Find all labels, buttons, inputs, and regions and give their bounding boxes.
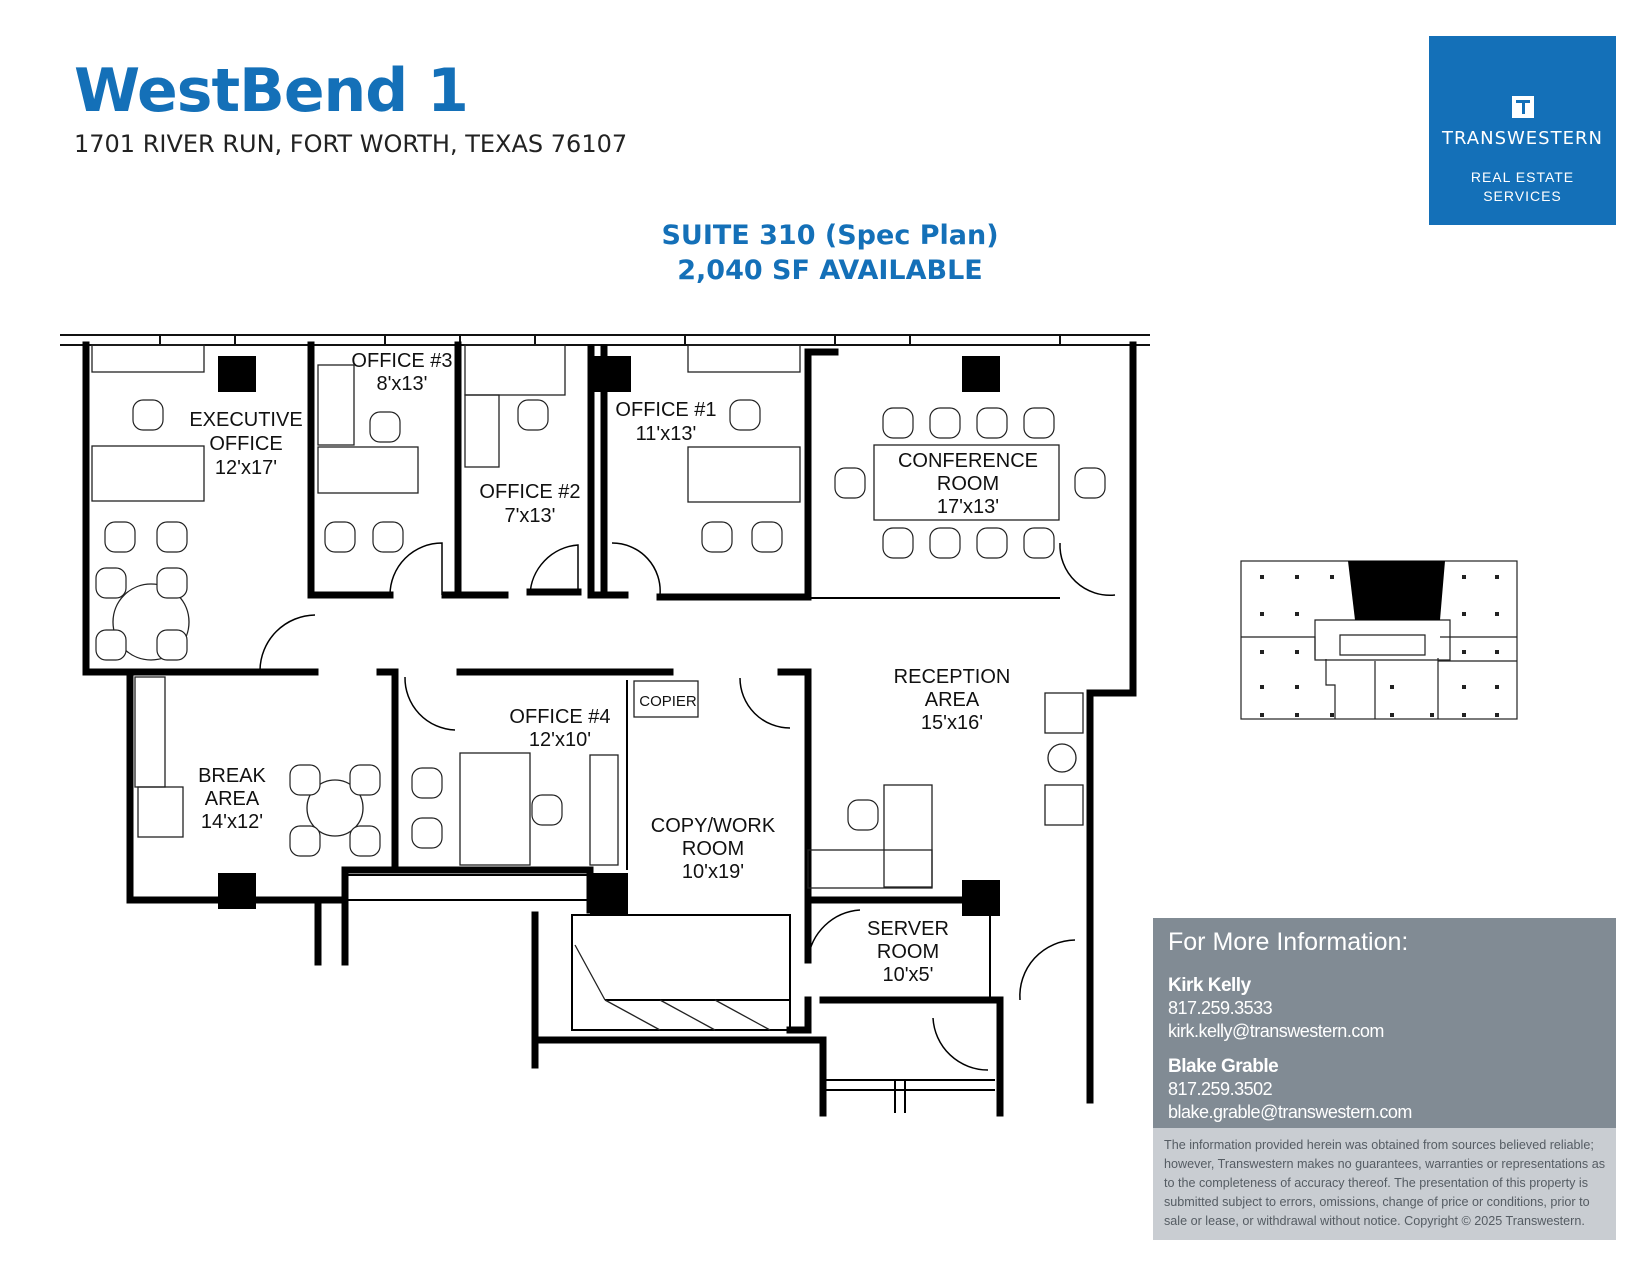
suite-heading: SUITE 310 (Spec Plan) 2,040 SF AVAILABLE	[600, 218, 1060, 288]
server-room-label: SERVER	[867, 918, 949, 940]
logo-tagline: REAL ESTATE SERVICES	[1429, 168, 1616, 206]
door-swings	[259, 542, 1116, 1071]
contact-email[interactable]: kirk.kelly@transwestern.com	[1168, 1021, 1384, 1041]
office-1-size: 11'x13'	[636, 423, 697, 445]
copy-work-room-size: 10'x19'	[682, 861, 744, 883]
contact-email[interactable]: blake.grable@transwestern.com	[1168, 1102, 1412, 1122]
office-1-label: OFFICE #1	[615, 399, 716, 421]
reception-area-label-2: AREA	[925, 689, 980, 711]
copier-label: COPIER	[639, 693, 697, 710]
room-labels: EXECUTIVE OFFICE 12'x17' OFFICE #3 8'x13…	[189, 350, 1038, 986]
window-wall	[60, 334, 1150, 346]
break-area-label-2: AREA	[205, 788, 260, 810]
conference-room-label: CONFERENCE	[898, 450, 1038, 472]
server-room-size: 10'x5'	[882, 964, 933, 986]
furniture	[91, 344, 1084, 1031]
floor-key-plan	[1240, 560, 1518, 720]
reception-area-size: 15'x16'	[921, 712, 983, 734]
transwestern-mark-icon	[1512, 96, 1534, 118]
break-area-label: BREAK	[198, 765, 266, 787]
suite-area: 2,040 SF AVAILABLE	[677, 255, 983, 286]
executive-office-label-2: OFFICE	[209, 433, 282, 455]
disclaimer-text: The information provided herein was obta…	[1164, 1138, 1606, 1228]
contact-name: Kirk Kelly	[1168, 975, 1251, 996]
conference-room-label-2: ROOM	[937, 473, 999, 495]
server-room-label-2: ROOM	[877, 941, 939, 963]
chairs	[95, 399, 1106, 857]
property-title: WestBend 1	[74, 56, 469, 126]
office-3-size: 8'x13'	[376, 373, 427, 395]
logo-tagline-line1: REAL ESTATE	[1470, 169, 1575, 185]
office-4-size: 12'x10'	[529, 729, 591, 751]
office-2-size: 7'x13'	[504, 505, 555, 527]
office-2-label: OFFICE #2	[479, 481, 580, 503]
logo-tagline-line2: SERVICES	[1483, 188, 1562, 204]
executive-office-size: 12'x17'	[215, 457, 277, 479]
contact-name: Blake Grable	[1168, 1056, 1279, 1077]
disclaimer-panel: The information provided herein was obta…	[1153, 1128, 1616, 1240]
contact-phone[interactable]: 817.259.3533	[1168, 998, 1273, 1018]
copy-work-room-label-2: ROOM	[682, 838, 744, 860]
executive-office-label: EXECUTIVE	[189, 409, 302, 431]
office-3-label: OFFICE #3	[351, 350, 452, 372]
floor-plan: EXECUTIVE OFFICE 12'x17' OFFICE #3 8'x13…	[60, 334, 1150, 1117]
logo-brand: TRANSWESTERN	[1442, 128, 1603, 149]
suite-name: SUITE 310 (Spec Plan)	[661, 220, 999, 251]
conference-room-size: 17'x13'	[937, 496, 999, 518]
contact-panel: For More Information: Kirk Kelly 817.259…	[1153, 918, 1616, 1128]
reception-area-label: RECEPTION	[894, 666, 1011, 688]
property-address: 1701 RIVER RUN, FORT WORTH, TEXAS 76107	[74, 130, 628, 158]
break-area-size: 14'x12'	[201, 811, 263, 833]
structural-columns	[218, 356, 1000, 916]
contact-heading: For More Information:	[1168, 928, 1409, 956]
copy-work-room-label: COPY/WORK	[651, 815, 776, 837]
office-4-label: OFFICE #4	[509, 706, 610, 728]
contact-phone[interactable]: 817.259.3502	[1168, 1079, 1273, 1099]
transwestern-logo: TRANSWESTERN REAL ESTATE SERVICES	[1429, 36, 1616, 225]
